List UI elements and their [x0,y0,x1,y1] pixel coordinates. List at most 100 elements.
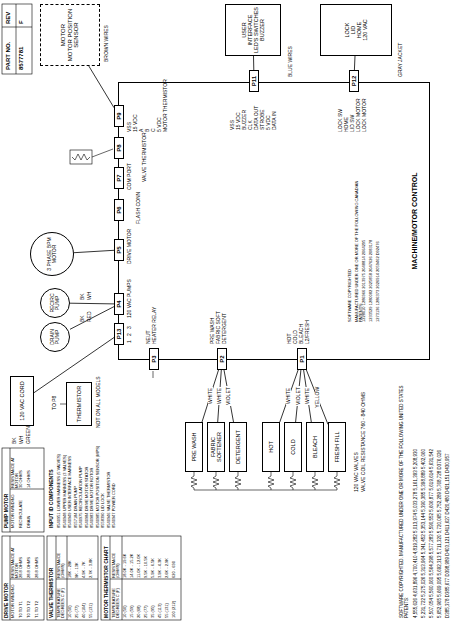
label: 11.0K - 12.0K [137,554,141,578]
label: 8540947 POWER CORD [112,483,116,528]
label: 18.0K - 19.6K [123,554,127,578]
component-box: FRESH FILL [328,422,346,472]
title-block [2,4,32,74]
component-box: DETERGENT [229,422,247,472]
label: BK [80,315,85,322]
label: HOME [344,117,349,132]
node-text: P12 [351,76,357,87]
label: BUZZER [242,110,247,130]
label: NEUT [146,330,151,344]
label: RESISTANCE (OHMS) [112,541,120,578]
label: MOTOR WINDING [11,584,15,618]
motor-circle: 3 PHASE BPM MOTOR [30,232,74,276]
label: 8577781 [18,47,24,70]
wire-color: VIOLET [226,386,231,406]
node-text: 120 VAC [362,19,368,41]
wire [253,56,254,70]
label: 18K - 28K [68,560,72,578]
label: 8540951 LOWER HARNESS (5 VALVES) [57,454,61,528]
component-box: LOCKLIDHOME120 VAC [320,4,392,56]
label: 9.5K - 10.5K [144,556,148,578]
label: RED [87,311,92,322]
label: DRIVE MOTOR [4,583,9,618]
label: MOTOR THERMISTOR [163,79,168,132]
label: RECIRCULATE [19,500,23,528]
valve-coil [191,472,197,490]
label: 28.8 OHMS [35,557,39,578]
label: STROBE [260,109,265,130]
label: 30 OHMS [19,470,23,488]
node-text: MACHINE/MOTOR CONTROL [411,172,419,269]
label: WH [19,436,24,444]
label: DRIVE MOTOR [127,229,132,264]
connector: P6 [114,199,124,221]
label: 3 [127,326,132,329]
label: T0 TO T1 [19,601,23,618]
label: HOT [287,333,292,344]
wire [304,370,312,422]
wire [218,370,222,422]
component-box: PRE WASH [185,422,203,472]
node-text: MOTOR [60,24,67,46]
label: 5,231,722 5,275,026 5,313,964 5,341,452 … [422,449,427,618]
label: GRAY JACKET [398,43,403,77]
connector: P3 [149,348,159,370]
label: 14.0K - 15.2K [130,554,134,578]
connector: P2 [217,348,227,370]
label: 8540984 DRIVE MOTOR STATOR [85,466,89,528]
label: 120 VAC VALVES [354,452,359,492]
label: D385,378 D385,677 D398,989 D403,121 D411… [446,453,451,618]
component-box: FABRIC SOFTENER [207,422,225,472]
label: 55 (131) [89,603,93,618]
node-text: DETERGENT [235,430,241,464]
node-text: P3 [151,355,157,362]
node-text: USER INTERFACE [241,7,253,53]
label: 5 VDC [266,115,271,130]
wire-color: WHITE [286,387,291,405]
label: 2.7K - 3.8K [89,558,93,578]
label: 35 (95) [151,605,155,618]
label: BLEACH [299,324,304,344]
wire-stub [153,371,154,378]
node-text: RECIRC PUMP [50,290,61,316]
node-text: P2 [219,355,225,362]
label: 45 (113) [158,603,162,618]
node-text: MOTOR POSITION SENSOR [67,7,80,63]
label: 20 (68) [137,605,141,618]
label: DATA IN [272,111,277,130]
table-rule [56,579,98,580]
label: 8540983 DRIVE MOTOR ROTOR [90,468,94,528]
label: 8540946 VALVE THERMISTOR [107,472,111,528]
wire [74,250,114,252]
label: DRAIN [27,516,31,528]
label: GREEN [26,426,31,444]
wire [70,303,114,305]
art-group [2,4,340,620]
node-text: P9 [116,112,122,119]
label: 8557184 DRAIN PUMP [74,486,78,528]
label: T0 TO T2 [27,601,31,618]
wire [70,307,114,330]
label: F [18,20,24,24]
label: 25 (77) [75,605,79,618]
label: TEMPERATURE DEGREES C (F) [57,581,65,618]
wire-color: WHITE [208,387,213,405]
wire [224,370,234,422]
label: 4,555,626 4,631,896 4,700,410 4,819,282 … [414,449,419,618]
title-rule [16,4,17,74]
label: 55 (131) [165,603,169,618]
node-text: P7 [116,174,122,181]
label: 10 (50) [68,605,72,618]
connector: P4 [114,293,124,315]
node-text: P8 [116,144,122,151]
label: L2/FRESH [305,320,310,344]
label: INPUT ID COMPONENTS [49,469,54,528]
label: 100 (212) [172,601,176,618]
label: RESISTANCE (OHMS) [57,541,65,578]
component-box: HOT [262,422,280,472]
label: 15 VDC [133,114,138,132]
table-border [47,536,98,620]
label: T1 TO T2 [35,601,39,618]
table-rule [10,489,44,490]
wire [89,66,114,108]
